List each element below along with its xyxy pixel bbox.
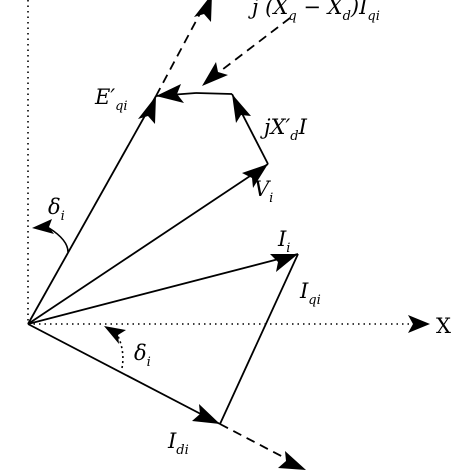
jx-d-i-segment-top <box>195 92 233 95</box>
delta-upper-label: δi <box>48 195 65 224</box>
jx-d-i-label: jX′dI <box>260 115 308 144</box>
e-prime-qi-label: E′qi <box>94 85 128 114</box>
i-qi-label: Iqi <box>299 279 321 308</box>
delta-lower-arrowhead <box>104 326 126 344</box>
formula-leader-arrowhead <box>202 62 228 86</box>
jxq-xd-arrowhead <box>156 84 184 103</box>
d-axis-extension-arrowhead <box>278 451 306 470</box>
x-axis-arrowhead <box>408 315 430 333</box>
i-qi-phasor <box>219 253 299 425</box>
delta-upper-arc <box>48 227 69 253</box>
x-axis-label: X <box>436 314 451 338</box>
i-di-phasor <box>27 323 221 425</box>
v-i-phasor <box>27 163 269 325</box>
q-axis-extension-arrowhead <box>194 0 212 22</box>
delta-lower-arc <box>117 335 124 369</box>
i-di-arrowhead <box>192 404 220 424</box>
i-i-arrowhead <box>270 254 298 272</box>
e-prime-qi-arrowhead <box>138 96 156 124</box>
q-axis-extension <box>155 7 204 97</box>
formula-leader-line <box>213 17 291 77</box>
i-di-label: Idi <box>167 429 189 458</box>
e-prime-qi-phasor <box>27 95 157 325</box>
i-i-label: Ii <box>277 227 290 256</box>
top-formula-label: j (Xq − Xd)Iqi <box>248 0 380 24</box>
jx-d-i-arrowhead <box>232 94 251 123</box>
v-i-label: Vi <box>254 177 273 206</box>
delta-upper-arrowhead <box>32 219 54 234</box>
delta-lower-label: δi <box>134 341 151 370</box>
v-i-arrowhead <box>242 164 268 188</box>
d-axis-extension <box>219 423 286 459</box>
i-i-phasor <box>27 253 299 325</box>
